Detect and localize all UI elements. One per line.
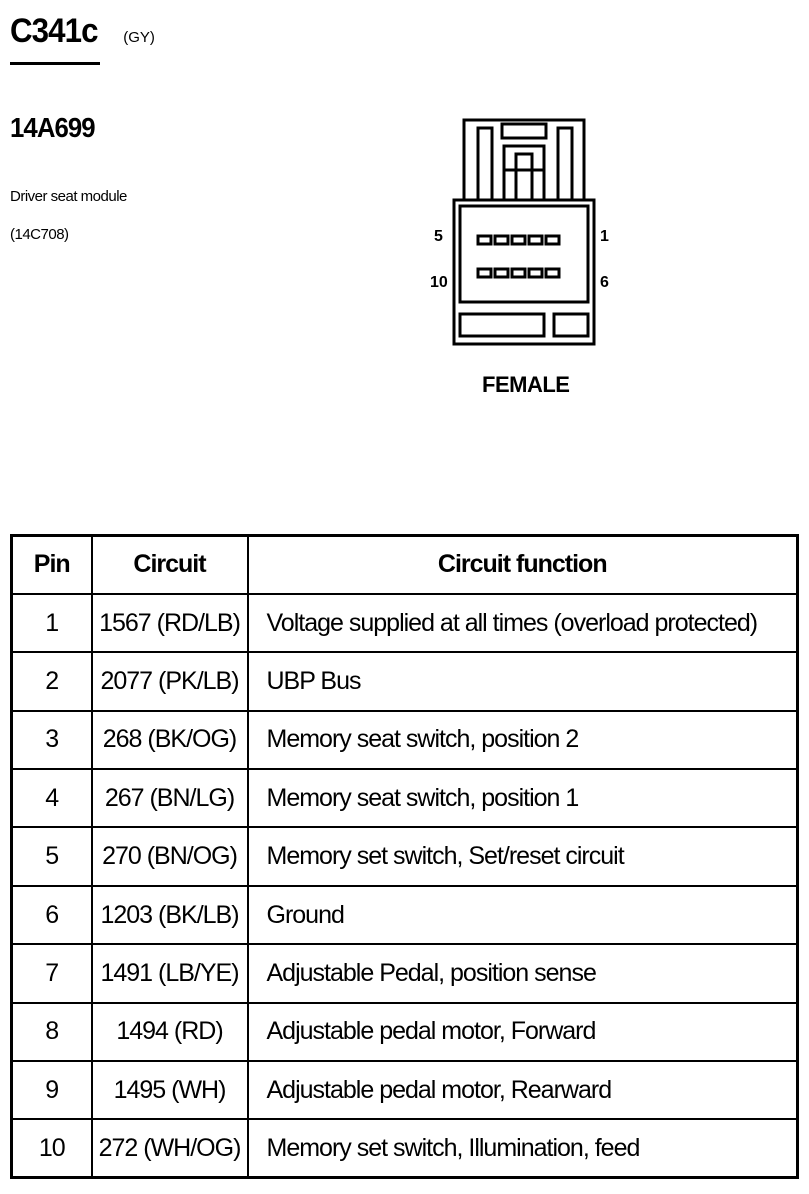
circuit-cell: 1203 (BK/LB)	[90, 884, 249, 946]
pin-label-1: 1	[600, 228, 609, 245]
table-row: 10 272 (WH/OG) Memory set switch, Illumi…	[10, 1118, 799, 1179]
circuit-cell: 1567 (RD/LB)	[90, 592, 249, 654]
pin-cell: 8	[10, 1001, 93, 1063]
circuit-cell: 272 (WH/OG)	[90, 1118, 249, 1179]
table-row: 5 270 (BN/OG) Memory set switch, Set/res…	[10, 826, 799, 887]
function-cell: Ground	[246, 884, 799, 946]
circuit-cell: 1495 (WH)	[90, 1060, 249, 1121]
table-header-row: Pin Circuit Circuit function	[10, 534, 799, 595]
circuit-cell: 268 (BK/OG)	[90, 709, 249, 771]
table-row: 8 1494 (RD) Adjustable pedal motor, Forw…	[10, 1001, 799, 1063]
circuit-cell: 1491 (LB/YE)	[90, 943, 249, 1004]
connector-face-diagram	[452, 118, 596, 346]
component-part-code: (14C708)	[10, 226, 69, 243]
table-row: 2 2077 (PK/LB) UBP Bus	[10, 651, 799, 712]
function-cell: Memory seat switch, position 1	[246, 768, 799, 829]
title-underline	[10, 62, 100, 65]
part-number: 14A699	[10, 112, 96, 143]
function-cell: Adjustable Pedal, position sense	[246, 943, 799, 1004]
pin-label-5: 5	[434, 228, 443, 245]
table-row: 1 1567 (RD/LB) Voltage supplied at all t…	[10, 592, 799, 654]
table-row: 7 1491 (LB/YE) Adjustable Pedal, positio…	[10, 943, 799, 1004]
pin-cell: 4	[10, 768, 93, 829]
header-pin: Pin	[10, 534, 93, 595]
pin-label-6: 6	[600, 274, 609, 291]
circuit-cell: 270 (BN/OG)	[90, 826, 249, 887]
header-circuit: Circuit	[90, 534, 249, 595]
pin-cell: 5	[10, 826, 93, 887]
connector-color: (GY)	[123, 29, 155, 46]
circuit-cell: 267 (BN/LG)	[90, 768, 249, 829]
circuit-cell: 2077 (PK/LB)	[90, 651, 249, 712]
connector-gender-label: FEMALE	[482, 372, 570, 397]
pin-cell: 3	[10, 709, 93, 771]
function-cell: Memory seat switch, position 2	[246, 709, 799, 771]
pin-cell: 2	[10, 651, 93, 712]
connector-title: C341c (GY)	[10, 12, 155, 51]
table-row: 4 267 (BN/LG) Memory seat switch, positi…	[10, 768, 799, 829]
circuit-cell: 1494 (RD)	[90, 1001, 249, 1063]
function-cell: Memory set switch, Illumination, feed	[246, 1118, 799, 1179]
pin-cell: 9	[10, 1060, 93, 1121]
function-cell: Memory set switch, Set/reset circuit	[246, 826, 799, 887]
pin-label-10: 10	[430, 274, 448, 291]
function-cell: Adjustable pedal motor, Rearward	[246, 1060, 799, 1121]
table-row: 3 268 (BK/OG) Memory seat switch, positi…	[10, 709, 799, 771]
table-row: 6 1203 (BK/LB) Ground	[10, 884, 799, 946]
component-description: Driver seat module	[10, 188, 127, 205]
function-cell: UBP Bus	[246, 651, 799, 712]
connector-id: C341c	[10, 12, 99, 50]
pinout-table: Pin Circuit Circuit function 1 1567 (RD/…	[10, 534, 799, 1180]
pin-cell: 6	[10, 884, 93, 946]
pin-cell: 1	[10, 592, 93, 654]
pin-cell: 7	[10, 943, 93, 1004]
pin-cell: 10	[10, 1118, 93, 1179]
table-row: 9 1495 (WH) Adjustable pedal motor, Rear…	[10, 1060, 799, 1121]
function-cell: Voltage supplied at all times (overload …	[246, 592, 799, 654]
header-circuit-function: Circuit function	[246, 534, 799, 595]
function-cell: Adjustable pedal motor, Forward	[246, 1001, 799, 1063]
